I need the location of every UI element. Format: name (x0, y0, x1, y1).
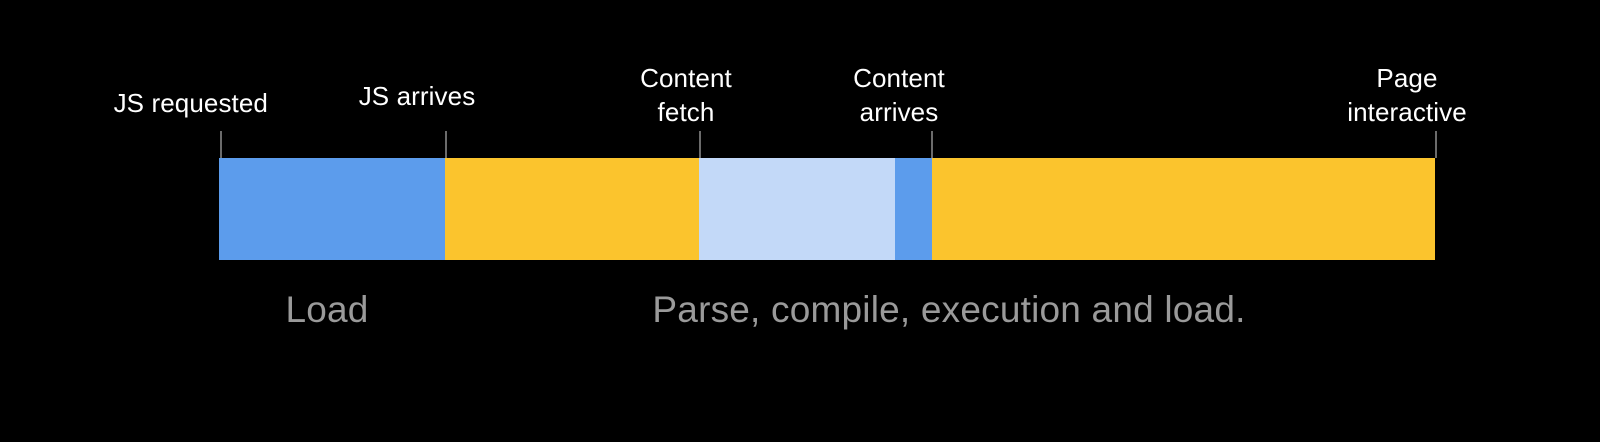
milestone-label-js-requested: JS requested (113, 88, 268, 118)
tick-line-page-interactive (1435, 131, 1437, 158)
segment-content-fetch (699, 158, 895, 260)
phase-caption-phase-execute: Parse, compile, execution and load. (652, 289, 1246, 330)
tick-line-content-fetch (699, 131, 701, 158)
milestone-label-js-arrives: JS arrives (358, 81, 476, 111)
phase-caption-phase-load: Load (285, 289, 369, 330)
tick-line-js-requested (220, 131, 222, 158)
segment-parse-compile (445, 158, 699, 260)
segment-execution-load (932, 158, 1435, 260)
tick-line-content-arrives (931, 131, 933, 158)
milestone-label-page-interactive: Page interactive (1347, 63, 1467, 127)
milestone-label-content-arrives: Content arrives (853, 63, 945, 127)
segment-load (219, 158, 445, 260)
segment-content-arrives (895, 158, 932, 260)
timeline-bar (219, 158, 1435, 260)
milestone-label-content-fetch: Content fetch (640, 63, 732, 127)
tick-line-js-arrives (445, 131, 447, 158)
